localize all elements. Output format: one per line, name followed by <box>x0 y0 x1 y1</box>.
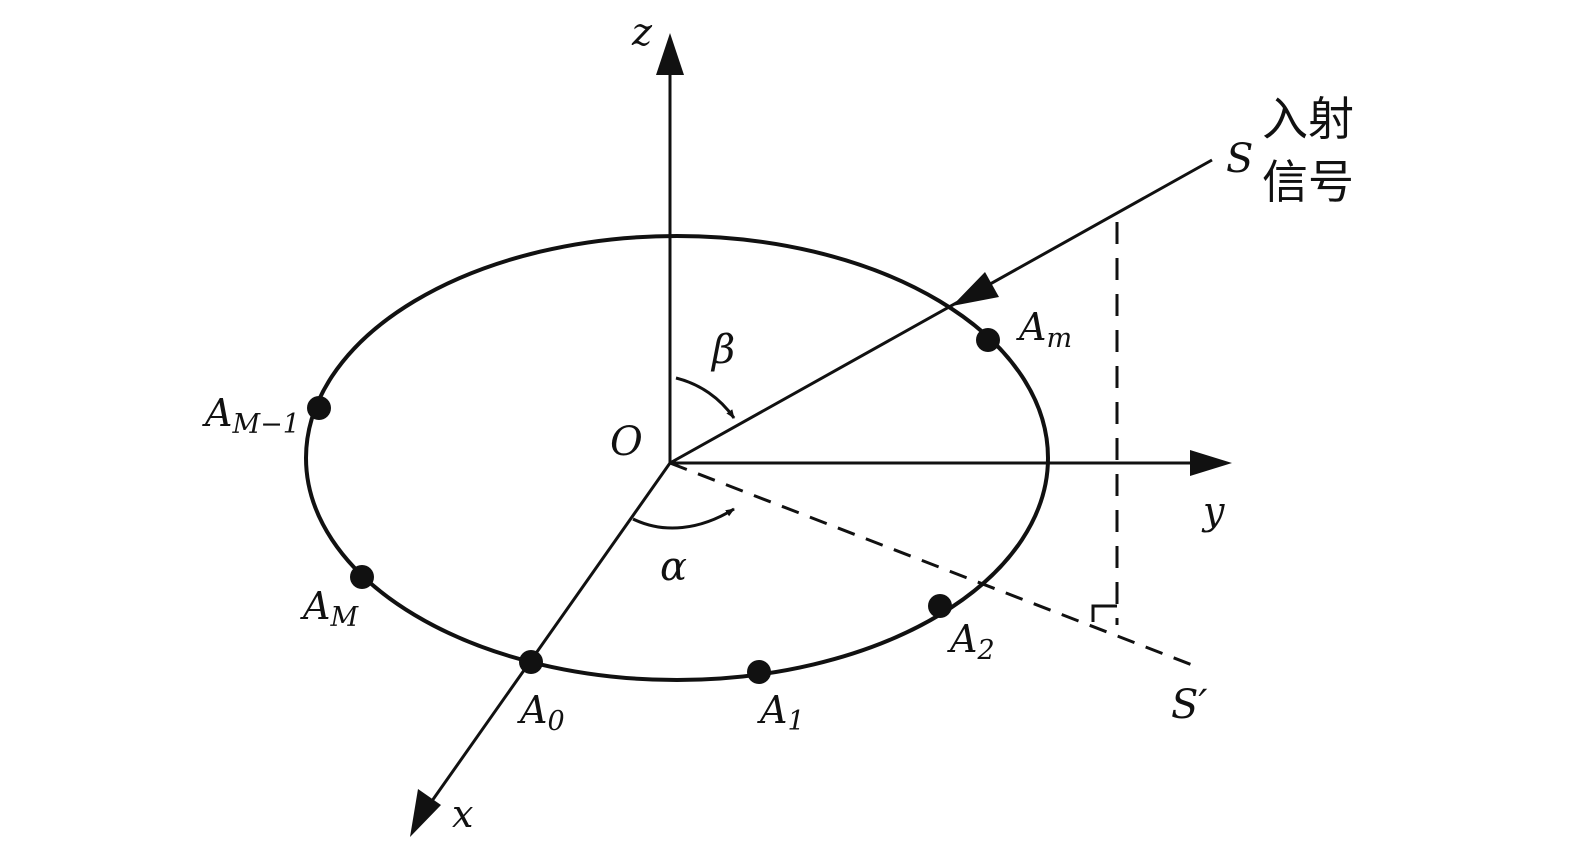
element-label-am1: AM−1 <box>202 391 300 440</box>
element-dot-am <box>976 328 1000 352</box>
element-dot-a2 <box>928 594 952 618</box>
origin-label: O <box>610 419 643 465</box>
element-dot-a1 <box>747 660 771 684</box>
alpha-label: α <box>660 544 687 590</box>
right-angle-mark <box>1091 604 1117 622</box>
x-axis <box>425 462 672 809</box>
x-axis-label: x <box>452 792 473 836</box>
projection-ray <box>669 461 1201 670</box>
source-label: S <box>1226 136 1253 182</box>
y-axis-arrowhead <box>1190 450 1232 476</box>
x-axis-arrowhead <box>410 789 441 837</box>
incident-ray <box>669 158 1213 465</box>
projection-label: S′ <box>1171 682 1208 728</box>
z-axis-label: z <box>631 10 653 54</box>
element-label-a1: A1 <box>757 688 805 737</box>
element-label-a2: A2 <box>947 617 995 666</box>
element-label-a0: A0 <box>517 688 565 737</box>
z-axis-arrowhead <box>656 33 684 75</box>
beta-label: β <box>710 327 735 373</box>
element-dot-a0 <box>519 650 543 674</box>
incident-signal-caption-line1: 入射 <box>1262 92 1354 146</box>
element-dot-am1 <box>307 396 331 420</box>
incident-direction-arrow <box>952 272 999 306</box>
incident-signal-caption-line2: 信号 <box>1262 155 1354 209</box>
array-circle <box>304 234 1050 682</box>
element-label-aM: AM <box>300 584 359 633</box>
alpha-arc <box>632 507 735 530</box>
element-label-am: Am <box>1016 305 1072 354</box>
y-axis-label: y <box>1201 489 1225 533</box>
beta-arc <box>675 376 736 419</box>
element-dot-aM <box>350 565 374 589</box>
